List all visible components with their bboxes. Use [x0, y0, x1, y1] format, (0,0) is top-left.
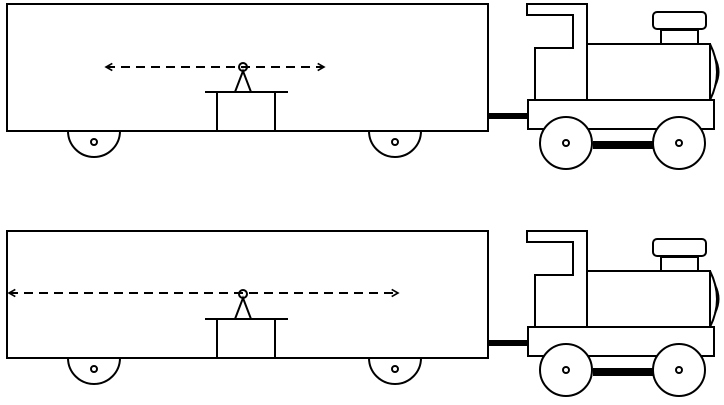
locomotive-chimney [652, 238, 707, 257]
locomotive-dome [660, 29, 699, 45]
table [205, 91, 288, 131]
wagon-wheel-left [67, 130, 121, 158]
wagon [6, 230, 489, 385]
locomotive-cab [526, 3, 588, 101]
locomotive-wheel-right [652, 116, 706, 170]
locomotive-chassis [527, 99, 715, 130]
locomotive-dome [660, 256, 699, 272]
wagon-wheel-right [368, 130, 422, 158]
observer-body [234, 68, 252, 93]
wagon-body [6, 230, 489, 359]
locomotive [526, 3, 720, 170]
coupling [487, 113, 529, 119]
coupling [487, 340, 529, 346]
wagon-wheel-right [368, 357, 422, 385]
observer-body [234, 295, 252, 320]
scene-bottom [6, 230, 720, 397]
locomotive-front [709, 43, 718, 101]
locomotive-chimney [652, 11, 707, 30]
wagon-wheel-left [67, 357, 121, 385]
wagon [6, 3, 489, 158]
locomotive-drive-rod [593, 141, 653, 149]
locomotive [526, 230, 720, 397]
locomotive-chassis [527, 326, 715, 357]
locomotive-cab [526, 230, 588, 328]
locomotive-front [709, 270, 718, 328]
scene-top [6, 3, 720, 170]
locomotive-boiler [586, 270, 711, 328]
locomotive-wheel-left [539, 116, 593, 170]
locomotive-boiler [586, 43, 711, 101]
locomotive-wheel-left [539, 343, 593, 397]
locomotive-drive-rod [593, 368, 653, 376]
locomotive-wheel-right [652, 343, 706, 397]
table [205, 318, 288, 358]
wagon-body [6, 3, 489, 132]
observer [234, 289, 252, 320]
